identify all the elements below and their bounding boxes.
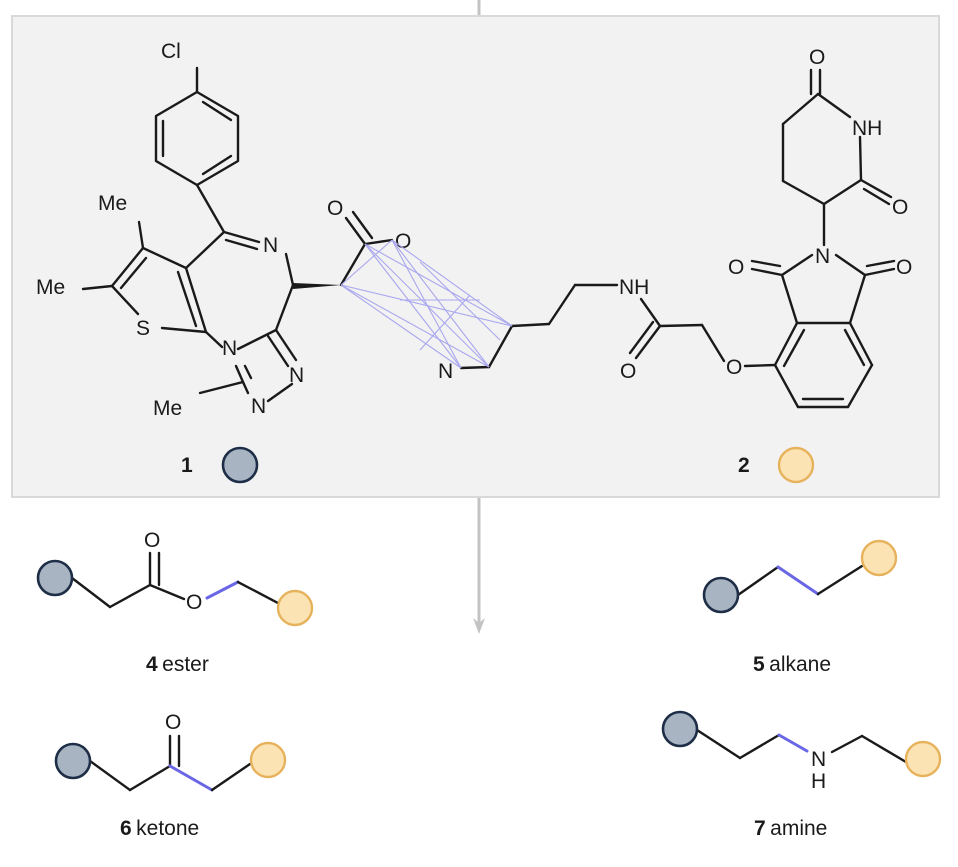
fragment-2-circle — [904, 740, 942, 778]
atom-o-piperidine-top: O — [809, 46, 825, 69]
reactant-2-structure: N NH O O N O O O NH O — [438, 46, 912, 409]
fragment-2-circle — [860, 539, 898, 577]
product-7-caption: 7 amine — [754, 817, 827, 840]
atom-o: O — [144, 529, 160, 552]
fragment-2-circle — [276, 589, 314, 627]
coupling-mesh — [340, 239, 513, 369]
atom-nh-amide: NH — [619, 276, 649, 299]
product-5-scheme: 5 alkane — [702, 539, 898, 676]
fragment-1-circle — [36, 559, 74, 597]
atom-nh-piperidine: NH — [852, 117, 882, 140]
atom-o: O — [186, 591, 202, 614]
atom-cl: Cl — [161, 40, 181, 63]
atom-me-bottom: Me — [153, 397, 182, 420]
atom-o-imide-left: O — [728, 256, 744, 279]
atom-n: N — [811, 748, 826, 771]
product-7-scheme: N H 7 amine — [661, 710, 942, 840]
atom-o-ether: O — [726, 356, 742, 379]
atom-n-triazole-1: N — [289, 364, 304, 387]
atom-o: O — [165, 711, 181, 734]
fragment-2-swatch — [777, 446, 815, 484]
fragment-1-circle — [661, 710, 699, 748]
atom-h: H — [811, 770, 826, 793]
atom-n-triazole-2: N — [251, 395, 266, 418]
fragment-1-circle — [54, 742, 92, 780]
atom-n-imide: N — [815, 245, 830, 268]
atom-o-amide: O — [620, 360, 636, 383]
product-5-caption: 5 alkane — [753, 653, 831, 676]
reactants-panel — [11, 15, 940, 498]
atom-n-imine: N — [263, 234, 278, 257]
atom-n-azetidine: N — [438, 360, 453, 383]
atom-me-left: Me — [36, 276, 65, 299]
atom-o-piperidine-right: O — [892, 196, 908, 219]
atom-n-ring: N — [222, 337, 237, 360]
atom-o-single: O — [395, 230, 411, 253]
atom-o-carbonyl: O — [327, 197, 343, 220]
atom-me-top: Me — [98, 192, 127, 215]
reactant-1-structure: Cl Me Me S N N N N Me O O — [36, 40, 411, 420]
reactant-2-number: 2 — [738, 454, 750, 477]
product-6-scheme: O 6 ketone — [54, 711, 287, 840]
product-6-caption: 6 ketone — [120, 817, 199, 840]
reactant-1-number: 1 — [181, 454, 193, 477]
fragment-1-circle — [702, 576, 740, 614]
product-4-scheme: O O 4 ester — [36, 529, 314, 676]
atom-o-imide-right: O — [896, 256, 912, 279]
product-4-caption: 4 ester — [146, 653, 209, 676]
fragment-2-circle — [249, 741, 287, 779]
atom-s: S — [136, 317, 150, 340]
fragment-1-swatch — [221, 446, 259, 484]
